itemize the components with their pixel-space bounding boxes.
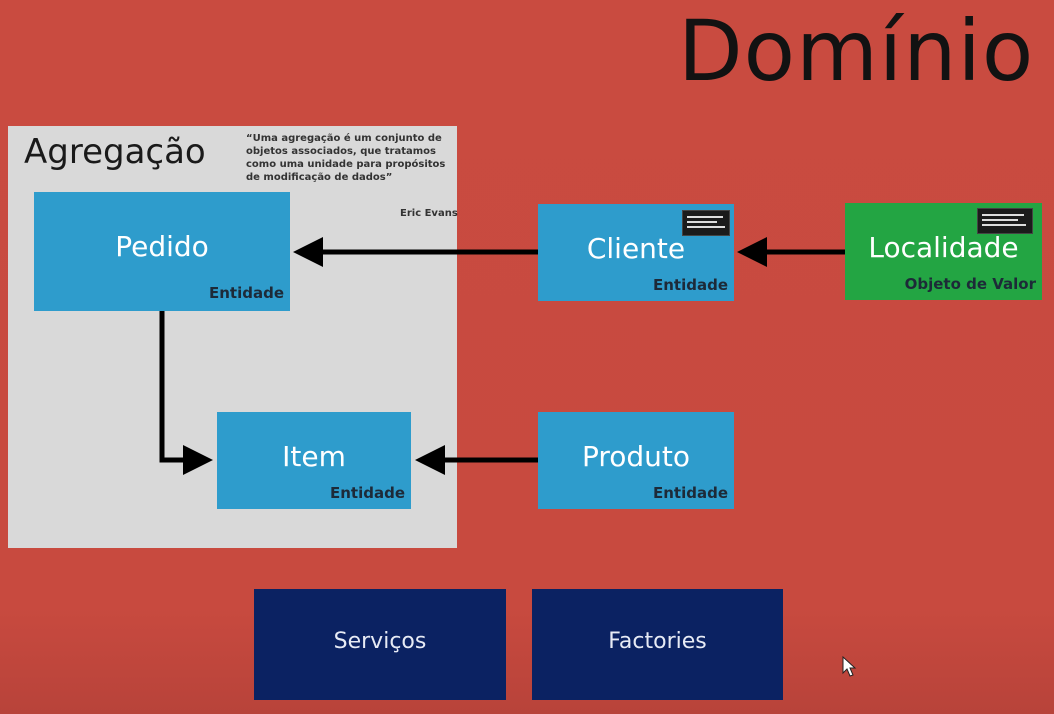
servicos-box: Serviços bbox=[254, 589, 506, 700]
produto-name: Produto bbox=[581, 440, 691, 473]
aggregation-quote-author: Eric Evans bbox=[400, 208, 458, 219]
localidade-value-object-box: Localidade Objeto de Valor bbox=[845, 203, 1042, 300]
page-title: Domínio bbox=[678, 2, 1035, 100]
document-thumbnail-icon bbox=[977, 208, 1033, 234]
item-entity-box: Item Entidade bbox=[217, 412, 411, 509]
cliente-kind: Entidade bbox=[652, 276, 728, 294]
aggregation-title: Agregação bbox=[24, 132, 206, 172]
cliente-name: Cliente bbox=[586, 232, 686, 265]
pedido-name: Pedido bbox=[115, 230, 209, 263]
aggregation-quote: “Uma agregação é um conjunto de objetos … bbox=[246, 133, 446, 183]
localidade-name: Localidade bbox=[868, 231, 1019, 264]
produto-kind: Entidade bbox=[652, 484, 728, 502]
factories-label: Factories bbox=[608, 629, 707, 654]
produto-entity-box: Produto Entidade bbox=[538, 412, 734, 509]
servicos-label: Serviços bbox=[333, 629, 427, 654]
mouse-cursor-icon bbox=[842, 656, 857, 677]
factories-box: Factories bbox=[532, 589, 783, 700]
pedido-kind: Entidade bbox=[208, 284, 284, 302]
item-kind: Entidade bbox=[329, 484, 405, 502]
arrow-pedido-to-item bbox=[159, 311, 213, 475]
pedido-entity-box: Pedido Entidade bbox=[34, 192, 290, 311]
item-name: Item bbox=[282, 440, 346, 473]
document-thumbnail-icon bbox=[682, 210, 730, 236]
localidade-kind: Objeto de Valor bbox=[904, 275, 1036, 293]
cliente-entity-box: Cliente Entidade bbox=[538, 204, 734, 301]
